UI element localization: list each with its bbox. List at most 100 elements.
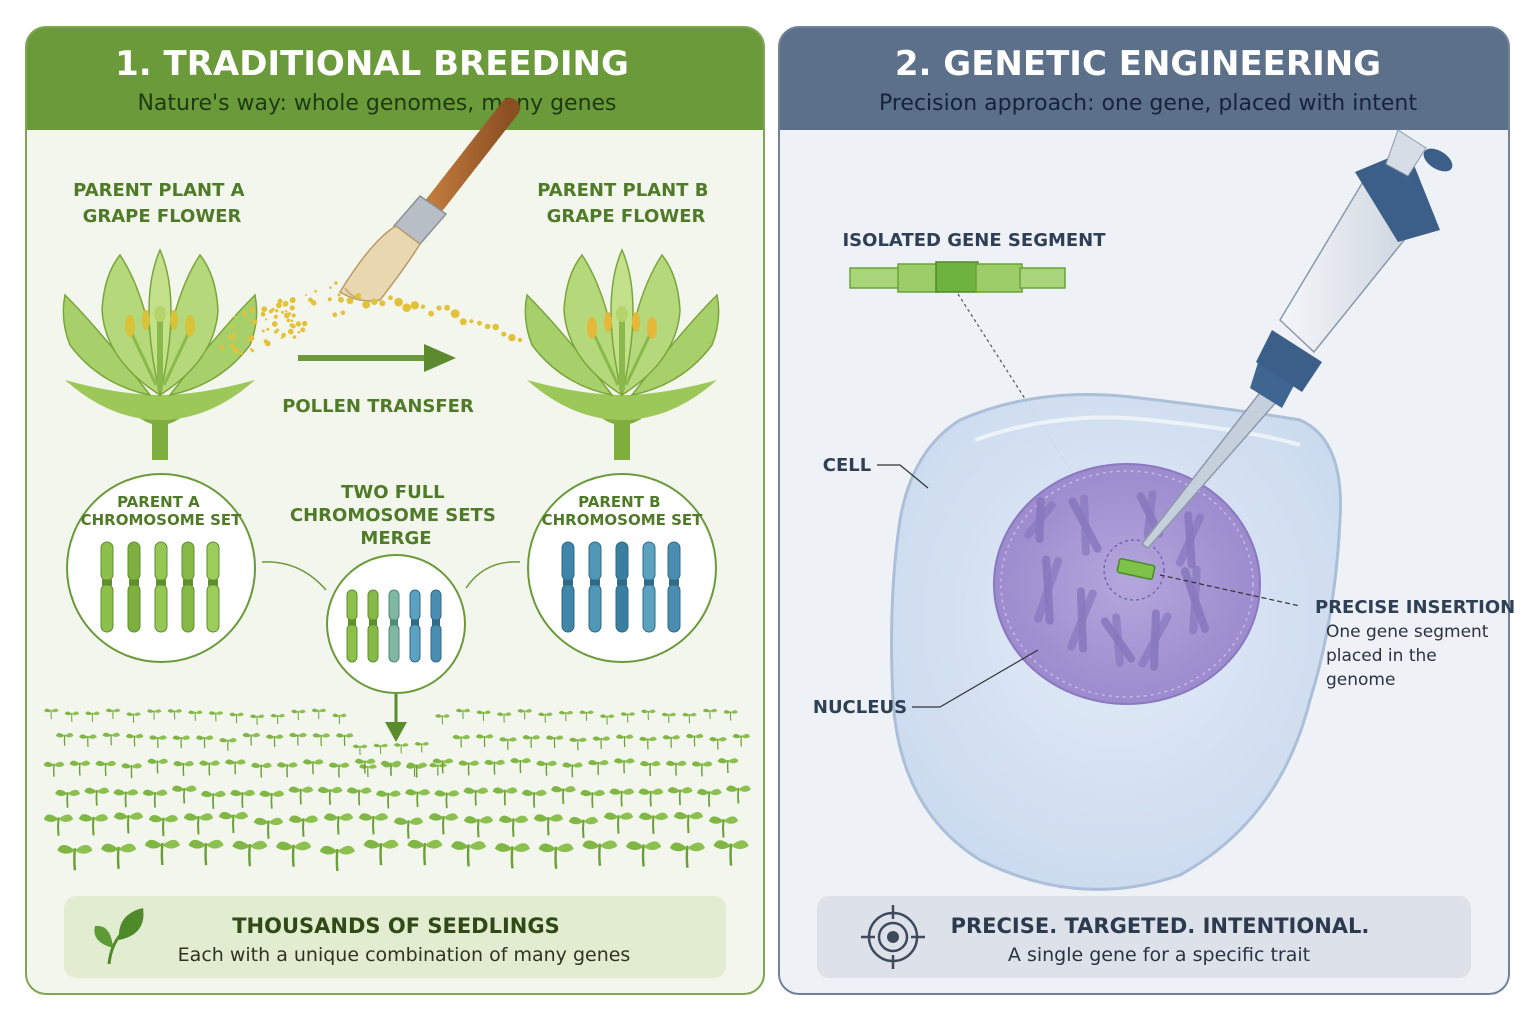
pollen-dot	[233, 315, 236, 318]
seedling	[242, 732, 261, 746]
seedling	[639, 736, 657, 750]
seedling	[538, 712, 553, 723]
nucleus-chromosomes	[1024, 490, 1210, 671]
seedling	[253, 817, 284, 840]
pollen-dot	[477, 320, 482, 326]
pollen-dot	[282, 300, 289, 307]
genetic-engineering-panel: 2. GENETIC ENGINEERING Precision approac…	[778, 26, 1515, 995]
pollen-dot	[219, 344, 225, 350]
seedling	[208, 711, 224, 722]
seedling	[725, 785, 751, 804]
nucleus-chromosome	[1024, 497, 1056, 543]
seedling	[414, 742, 430, 753]
seedling	[639, 761, 661, 777]
seedling	[147, 709, 162, 720]
pollen-dot	[295, 321, 302, 327]
seedling	[662, 735, 681, 748]
insertion-target-circle	[1103, 539, 1165, 601]
pollen-dot	[334, 281, 338, 285]
pollen-dot	[263, 339, 268, 344]
seedling	[538, 843, 574, 869]
pollen-dot	[469, 319, 474, 324]
seedling	[380, 760, 402, 776]
seedling	[435, 714, 450, 725]
seedling	[259, 790, 285, 809]
chromosome	[181, 541, 195, 633]
seedling	[105, 708, 121, 720]
seedling	[311, 708, 327, 720]
seedling	[78, 814, 109, 836]
parent-b-chromosome-label-line1: PARENT B	[578, 493, 660, 511]
seedling	[406, 762, 428, 778]
seedling	[603, 812, 634, 834]
pollen-dot	[379, 300, 386, 307]
pollen-dot	[355, 292, 362, 299]
seedling	[558, 710, 574, 722]
pollen-dot	[302, 320, 308, 327]
pollen-dot	[277, 298, 283, 304]
pollen-dot	[444, 304, 450, 311]
parent-a-chromosome-label-line1: PARENT A	[117, 493, 200, 511]
seedling	[79, 734, 97, 748]
chromosome	[388, 589, 400, 663]
seedling	[199, 760, 220, 776]
seedling	[533, 814, 564, 836]
seedling	[476, 710, 491, 721]
seedling	[289, 732, 307, 746]
seedling	[696, 788, 722, 807]
right-footer-title: PRECISE. TARGETED. INTENTIONAL.	[951, 914, 1370, 938]
seedling	[492, 787, 518, 806]
seedling	[328, 762, 350, 778]
seedling	[673, 811, 704, 834]
seedling	[167, 709, 182, 720]
pollen-dot	[228, 333, 235, 340]
seedling	[452, 734, 471, 748]
nucleus-chromosome	[1033, 555, 1063, 625]
seedling	[44, 708, 59, 720]
pollen-dot	[308, 297, 313, 303]
seedling	[497, 712, 512, 723]
seedling	[265, 734, 284, 748]
seedling	[691, 761, 713, 777]
seedling	[568, 816, 599, 839]
seedling	[200, 790, 226, 809]
seedling	[149, 735, 167, 749]
pollen-dot	[273, 314, 278, 319]
seedling	[332, 713, 347, 725]
isolated-gene-segment	[849, 261, 1066, 293]
pollen-dot	[251, 323, 254, 326]
seedling	[276, 841, 312, 867]
crosshair-target-icon	[861, 905, 925, 969]
seedling	[288, 786, 314, 805]
seedling	[569, 737, 587, 751]
seedling	[510, 758, 531, 774]
connector-b-to-merge	[465, 561, 521, 589]
seedling	[475, 734, 494, 747]
left-panel-header	[26, 27, 764, 130]
seedling	[713, 840, 749, 866]
pollen-dot	[305, 294, 308, 296]
seedling	[579, 710, 594, 721]
nucleus-label: NUCLEUS	[813, 697, 907, 718]
chromosome	[667, 541, 681, 633]
pollen-dot	[249, 347, 252, 351]
seedling	[288, 815, 319, 837]
merged-chromosomes	[346, 589, 442, 663]
svg-text:PARENT A CHROMOSOME SET: PARENT A CHROMOSOME SET	[81, 493, 243, 529]
chromosome	[615, 541, 629, 633]
pollen-dot	[371, 298, 378, 306]
nucleus-chromosome	[1067, 587, 1097, 653]
seedling	[432, 758, 454, 774]
merge-label-line2: CHROMOSOME SETS	[290, 505, 496, 526]
seedling	[229, 712, 244, 724]
pollen-dot	[260, 311, 266, 317]
paintbrush-icon	[338, 98, 520, 302]
nucleus-leader-line	[912, 649, 1039, 708]
pollen-dot	[450, 309, 460, 318]
seedling	[702, 708, 718, 720]
seedling	[521, 789, 547, 808]
seedling	[188, 839, 224, 866]
seedling	[95, 760, 117, 776]
seedling	[661, 712, 677, 724]
pollen-transfer-arrow	[298, 344, 456, 372]
